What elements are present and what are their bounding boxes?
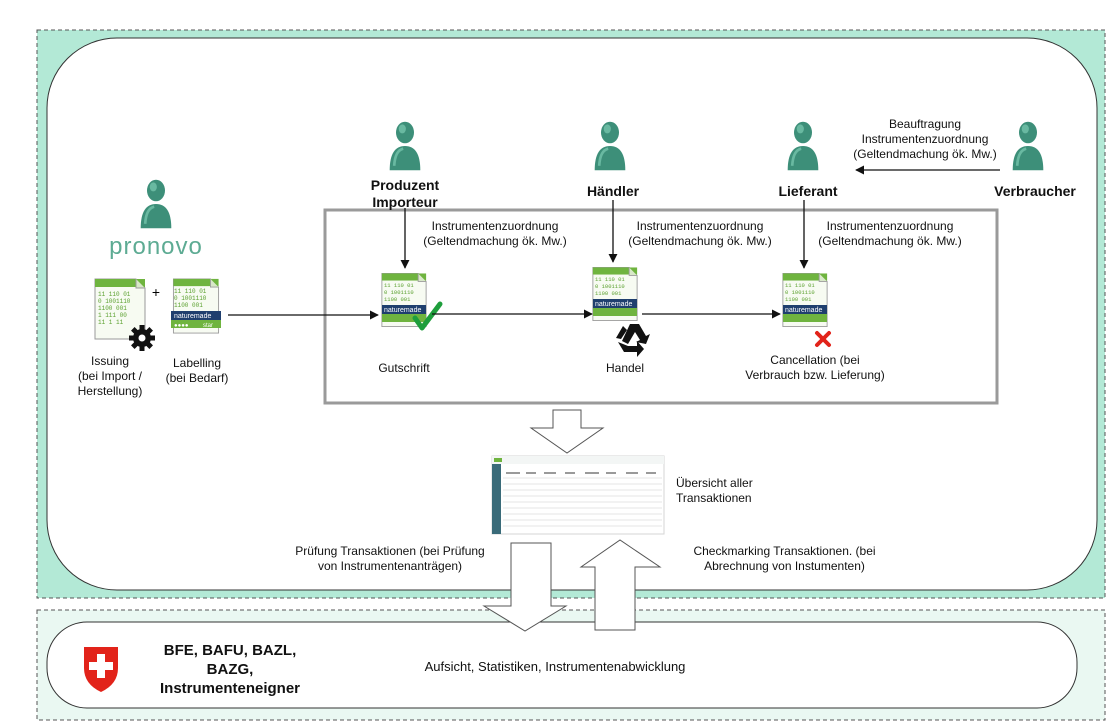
binary-line: 1100 001 [785, 296, 812, 303]
cancellation-line: Verbrauch bzw. Lieferung) [745, 368, 885, 382]
beauftragung-line: Instrumentenzuordnung [861, 132, 989, 146]
checkmark-icon [412, 301, 443, 331]
stars: ●●●● [174, 323, 189, 329]
binary-line: 0 1001110 [98, 298, 131, 305]
beauftragung-line: (Geltendmachung ök. Mw.) [853, 147, 997, 161]
issuing-label: Issuing (bei Import / Herstellung) [60, 354, 160, 399]
zuordnung-line: (Geltendmachung ök. Mw.) [628, 234, 772, 248]
checkmarking-line: Abrechnung von Instumenten) [704, 559, 865, 573]
binary-line: 11 1 11 [98, 319, 124, 326]
aufsicht-label: Aufsicht, Statistiken, Instrumentenabwic… [424, 659, 686, 674]
zuordnung-line: (Geltendmachung ök. Mw.) [423, 234, 567, 248]
cancellation-document-icon: 11 110 01 0 1001110 1100 001 naturemade [782, 273, 828, 327]
pruefung-line: Prüfung Transaktionen (bei Prüfung [295, 544, 485, 558]
binary-line: 0 1001110 [384, 289, 414, 296]
cancellation-line: Cancellation (bei [770, 353, 860, 367]
issuing-line: Herstellung) [77, 384, 143, 398]
zuordnung-line: Instrumentenzuordnung [826, 219, 954, 233]
plus-sign: + [152, 284, 160, 300]
transactions-overview-thumbnail [491, 455, 665, 535]
zuordnung-haendler-label: Instrumentenzuordnung (Geltendmachung ök… [610, 219, 790, 249]
zuordnung-line: Instrumentenzuordnung [636, 219, 764, 233]
swiss-shield-icon [84, 647, 118, 692]
naturemade-label: naturemade [595, 301, 632, 308]
naturemade-label: naturemade [384, 307, 421, 314]
handel-label: Handel [605, 361, 645, 375]
beauftragung-line: Beauftragung [888, 117, 962, 131]
star-level: star [203, 323, 213, 329]
checkmarking-label: Checkmarking Transaktionen. (bei Abrechn… [672, 544, 897, 574]
uebersicht-line: Übersicht aller [676, 476, 753, 490]
cancellation-label: Cancellation (bei Verbrauch bzw. Lieferu… [725, 353, 905, 383]
binary-line: 0 1001110 [595, 283, 625, 290]
authorities-line: Instrumenteneigner [159, 680, 301, 697]
actor-lieferant-label: Lieferant [778, 183, 838, 199]
issuing-document-icon: 11 110 01 0 1001110 1100 001 1 111 00 11… [94, 278, 146, 340]
recycle-icon [616, 324, 650, 357]
binary-line: 11 110 01 [384, 282, 414, 289]
binary-line: 1 111 00 [98, 312, 127, 319]
block-arrow-up-checkmarking [579, 539, 662, 631]
actor-produzent-line: Importeur [372, 194, 438, 210]
labelling-line: (bei Bedarf) [165, 371, 229, 385]
zuordnung-lieferant-label: Instrumentenzuordnung (Geltendmachung ök… [800, 219, 980, 249]
block-arrow-down-top [529, 409, 605, 454]
binary-line: 0 1001110 [174, 295, 207, 302]
zuordnung-line: (Geltendmachung ök. Mw.) [818, 234, 962, 248]
handel-document-icon: 11 110 01 0 1001110 1100 001 naturemade [592, 267, 638, 321]
actor-verbraucher-label: Verbraucher [994, 183, 1076, 199]
actor-haendler-label: Händler [586, 183, 640, 199]
binary-line: 11 110 01 [785, 282, 815, 289]
naturemade-label: naturemade [174, 313, 211, 320]
zuordnung-line: Instrumentenzuordnung [431, 219, 559, 233]
block-arrow-down-pruefung [482, 542, 568, 632]
uebersicht-line: Transaktionen [676, 491, 752, 505]
binary-line: 11 110 01 [595, 276, 625, 283]
actor-produzent-label: Produzent Importeur [345, 177, 465, 211]
pruefung-label: Prüfung Transaktionen (bei Prüfung von I… [275, 544, 505, 574]
labelling-line: Labelling [172, 356, 222, 370]
checkmarking-line: Checkmarking Transaktionen. (bei [693, 544, 876, 558]
binary-line: 11 110 01 [98, 291, 131, 298]
cancel-x-icon [815, 331, 831, 347]
authorities-line: BFE, BAFU, BAZL, [163, 642, 297, 659]
naturemade-label: naturemade [785, 307, 822, 314]
zuordnung-produzent-label: Instrumentenzuordnung (Geltendmachung ök… [405, 219, 585, 249]
gear-icon [129, 325, 155, 351]
uebersicht-label: Übersicht aller Transaktionen [676, 476, 786, 506]
binary-line: 1100 001 [384, 296, 411, 303]
binary-line: 1100 001 [595, 290, 622, 297]
beauftragung-label: Beauftragung Instrumentenzuordnung (Gelt… [840, 117, 1010, 162]
issuing-line: (bei Import / [77, 369, 143, 383]
authority-panel [46, 621, 1078, 709]
process-box [323, 208, 999, 405]
pronovo-logo: pronovo [109, 233, 203, 260]
binary-line: 1100 001 [98, 305, 127, 312]
binary-line: 1100 001 [174, 302, 203, 309]
labelling-label: Labelling (bei Bedarf) [152, 356, 242, 386]
labelling-document-icon: 11 110 01 0 1001110 1100 001 naturemade … [171, 278, 221, 334]
authorities-label: BFE, BAFU, BAZL, BAZG, Instrumenteneigne… [140, 641, 320, 698]
actor-produzent-line: Produzent [370, 177, 440, 193]
binary-line: 11 110 01 [174, 288, 207, 295]
binary-line: 0 1001110 [785, 289, 815, 296]
pruefung-line: von Instrumentenanträgen) [317, 559, 463, 573]
issuing-line: Issuing [90, 354, 130, 368]
gutschrift-label: Gutschrift [378, 361, 430, 375]
authorities-line: BAZG, [206, 661, 254, 678]
gutschrift-document-icon: 11 110 01 0 1001110 1100 001 naturemade [381, 273, 427, 327]
